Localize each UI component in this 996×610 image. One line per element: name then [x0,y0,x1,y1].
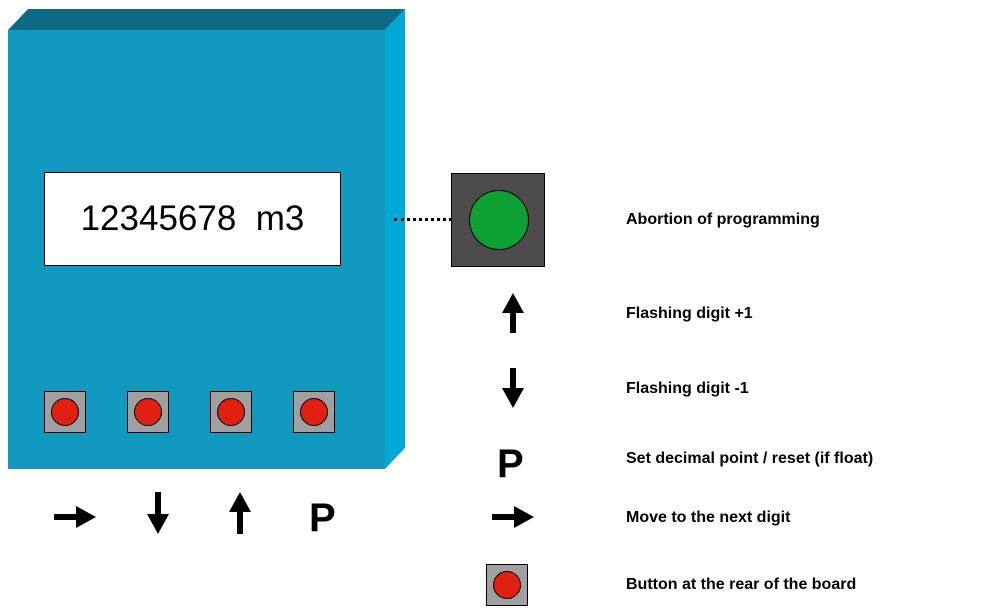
arrow-right-icon [492,506,534,528]
rear-board-button [486,564,528,606]
legend-text-abort: Abortion of programming [626,211,820,228]
meter-display: 12345678 m3 [44,172,341,266]
arrow-up-icon [229,492,251,534]
arrow-up-icon [502,293,524,333]
arrow-down-icon [147,492,169,534]
legend-text-digit-down: Flashing digit -1 [626,380,749,397]
p-letter-icon: P [497,442,524,486]
red-button-icon [300,398,328,426]
connector-line [394,218,452,221]
red-button-icon [493,571,521,599]
legend-text-move: Move to the next digit [626,509,791,526]
digit-up-button[interactable] [210,391,252,433]
legend-text-p: Set decimal point / reset (if float) [626,450,874,467]
p-letter-icon: P [309,496,336,540]
legend-text-rear-button: Button at the rear of the board [626,576,857,593]
device-side-face [385,9,405,469]
move-next-digit-button[interactable] [44,391,86,433]
red-button-icon [217,398,245,426]
red-button-icon [51,398,79,426]
red-button-icon [134,398,162,426]
arrow-down-icon [502,368,524,408]
p-button[interactable] [293,391,335,433]
digit-down-button[interactable] [127,391,169,433]
legend-text-digit-up: Flashing digit +1 [626,305,753,322]
green-button-icon [469,190,529,250]
abort-button[interactable] [451,173,545,267]
device-top-face [8,9,405,30]
arrow-right-icon [54,506,96,528]
